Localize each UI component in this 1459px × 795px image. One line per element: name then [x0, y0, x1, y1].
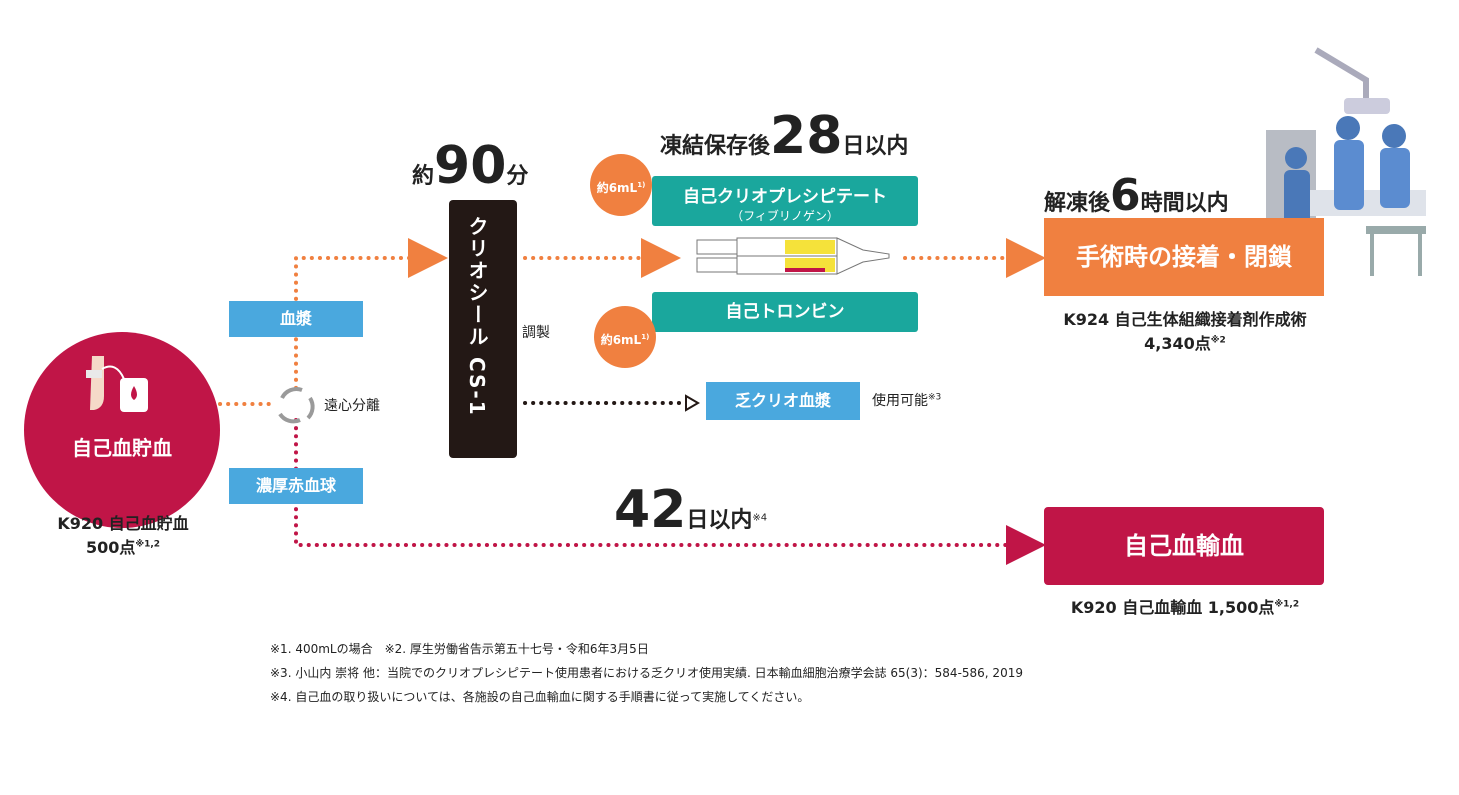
poor-plasma-usable-text: 使用可能: [872, 393, 928, 409]
rbc-box: 濃厚赤血球: [229, 468, 363, 504]
prepare-label: 調製: [522, 325, 550, 341]
autologous-transfusion-box: 自己血輸血: [1044, 507, 1324, 585]
thaw-number: 6: [1110, 170, 1141, 221]
poor-cryo-plasma-box: 乏クリオ血漿: [706, 382, 860, 420]
transfusion-caption: K920 自己血輸血 1,500点※1,2: [1030, 594, 1340, 618]
thaw-suffix: 時間以内: [1140, 191, 1229, 216]
thrombin-volume-note: 1): [641, 333, 650, 341]
thrombin-box: 自己トロンビン: [652, 292, 918, 332]
double-syringe-icon: [696, 237, 890, 275]
thrombin-volume-bubble: 約6mL1): [594, 306, 656, 368]
transfusion-time-note: ※4: [752, 512, 768, 524]
cryo-volume-bubble: 約6mL1): [590, 154, 652, 216]
centrifuge-label: 遠心分離: [324, 398, 380, 414]
cryo-time-number: 90: [434, 136, 507, 196]
cryo-volume-text: 約6mL: [596, 181, 638, 195]
footnote-2: ※3. 小山内 崇将 他：当院でのクリオプレシピテート使用患者における乏クリオ使…: [270, 666, 1023, 680]
blood-storage-points: 500点: [85, 538, 136, 557]
cryo-time-unit: 分: [506, 164, 529, 189]
frozen-suffix: 日以内: [842, 134, 909, 159]
cryoseal-device-label: クリオシール CS-1: [465, 216, 489, 417]
cryo-product-box: 自己クリオプレシピテート （フィブリノゲン）: [652, 176, 918, 226]
centrifuge-cycle-icon: [278, 386, 315, 424]
frozen-prefix: 凍結保存後: [660, 134, 771, 159]
transfusion-time-suffix: 日以内: [686, 508, 753, 533]
surgery-points-note: ※2: [1210, 335, 1226, 346]
plasma-box: 血漿: [229, 301, 363, 337]
blood-storage-code: K920 自己血貯血: [57, 514, 189, 533]
frozen-storage-time: 凍結保存後28日以内: [660, 110, 908, 162]
transfusion-caption-note: ※1,2: [1274, 599, 1300, 610]
thaw-time: 解凍後6時間以内: [1044, 170, 1229, 222]
poor-plasma-usable: 使用可能※3: [872, 390, 941, 410]
surgery-caption: K924 自己生体組織接着剤作成術 4,340点※2: [1000, 306, 1370, 354]
poor-plasma-usable-note: ※3: [928, 392, 942, 403]
footnote-3: ※4. 自己血の取り扱いについては、各施設の自己血輸血に関する手順書に従って実施…: [270, 690, 810, 704]
cryo-time-prefix: 約: [412, 164, 435, 189]
thaw-prefix: 解凍後: [1044, 191, 1111, 216]
footnote-1: ※1. 400mLの場合 ※2. 厚生労働省告示第五十七号・令和6年3月5日: [270, 642, 649, 656]
blood-storage-caption: K920 自己血貯血 500点※1,2: [30, 510, 216, 558]
blood-bag-arm-icon: [86, 356, 148, 412]
frozen-number: 28: [770, 106, 843, 166]
cryo-volume-note: 1): [637, 181, 646, 189]
thrombin-volume-text: 約6mL: [600, 333, 642, 347]
cryo-time: 約90分: [412, 140, 528, 192]
blood-storage-label: 自己血貯血: [72, 436, 172, 460]
autologous-blood-storage-node: 自己血貯血: [24, 332, 220, 528]
transfusion-caption-text: K920 自己血輸血 1,500点: [1070, 598, 1275, 617]
surgery-caption-code: K924 自己生体組織接着剤作成術: [1063, 310, 1307, 329]
cryo-product-subtitle: （フィブリノゲン）: [731, 209, 839, 223]
surgery-box: 手術時の接着・閉鎖: [1044, 218, 1324, 296]
surgery-points: 4,340点: [1144, 334, 1211, 353]
cryo-product-title: 自己クリオプレシピテート: [683, 187, 887, 207]
transfusion-time: 42日以内※4: [614, 484, 767, 536]
blood-storage-note: ※1,2: [135, 539, 161, 550]
transfusion-time-number: 42: [614, 480, 687, 540]
cryoseal-device-box: クリオシール CS-1: [449, 200, 517, 458]
